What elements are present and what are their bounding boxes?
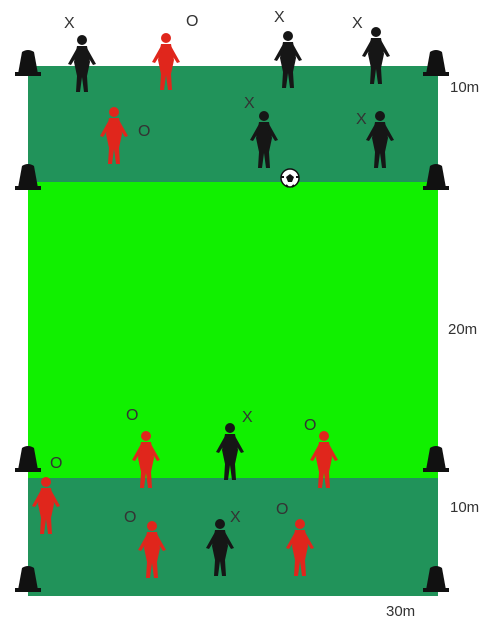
x-marker: X	[356, 111, 367, 128]
middle-zone	[28, 182, 438, 478]
bottom-zone-length-label: 10m	[450, 499, 479, 516]
x-marker: X	[64, 15, 75, 32]
o-marker: O	[124, 509, 136, 526]
width-label: 30m	[386, 603, 415, 620]
x-marker: X	[242, 409, 253, 426]
middle-zone-length-label: 20m	[448, 321, 477, 338]
top-zone-length-label: 10m	[450, 79, 479, 96]
x-marker: X	[352, 15, 363, 32]
o-marker: O	[186, 13, 198, 30]
o-marker: O	[304, 417, 316, 434]
o-marker: O	[276, 501, 288, 518]
x-marker: X	[274, 9, 285, 26]
cone-icon	[15, 50, 41, 76]
o-marker: O	[138, 123, 150, 140]
x-marker: X	[244, 95, 255, 112]
o-marker: O	[50, 455, 62, 472]
cone-icon	[423, 50, 449, 76]
x-marker: X	[230, 509, 241, 526]
o-marker: O	[126, 407, 138, 424]
soccer-ball-icon	[281, 169, 299, 187]
bottom-zone	[28, 478, 438, 596]
